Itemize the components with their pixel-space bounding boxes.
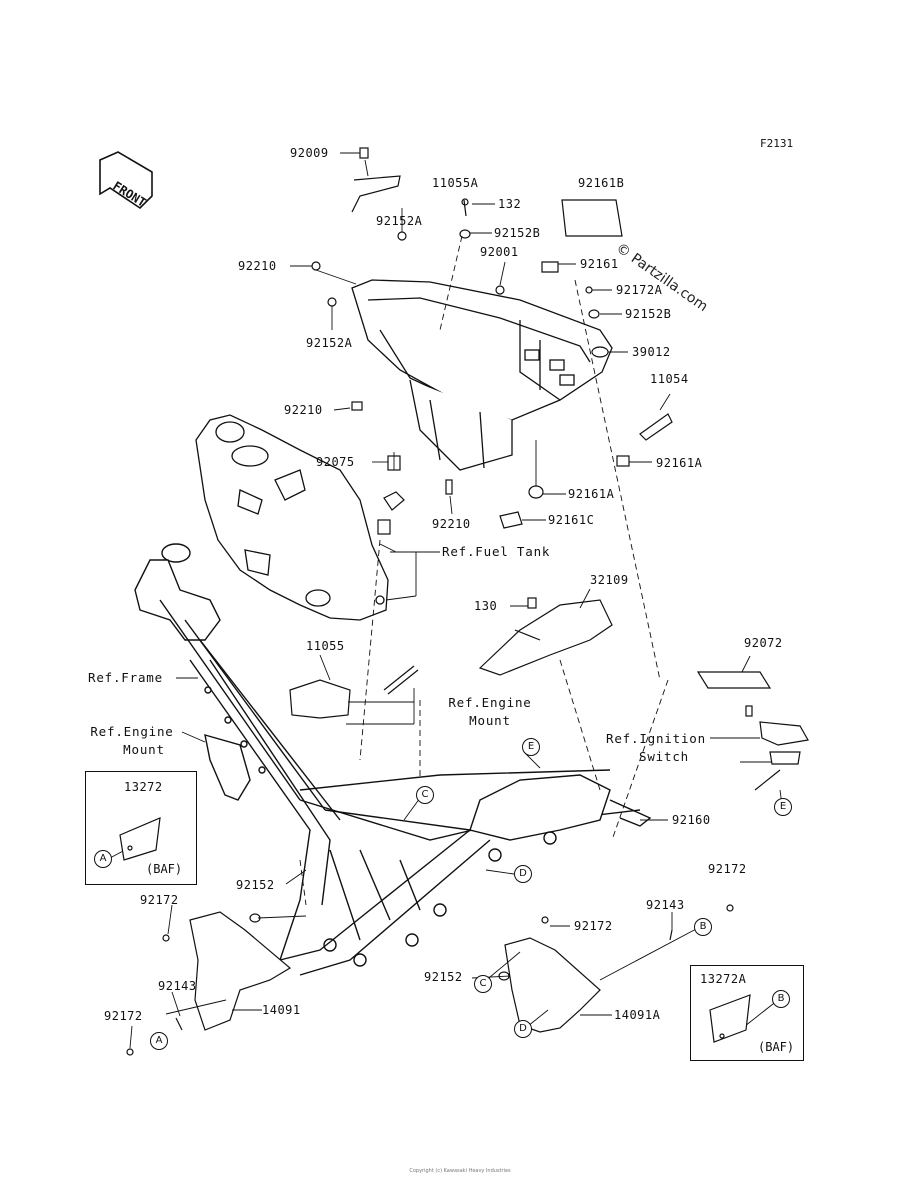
- part-label-14091[interactable]: 14091: [262, 1003, 301, 1017]
- ref-fuel-tank: Ref.Fuel Tank: [442, 544, 551, 559]
- figure-id: F2131: [760, 137, 794, 150]
- fuel-tank-drawing: [195, 414, 389, 621]
- part-label-11055[interactable]: 11055: [306, 639, 345, 653]
- callout-e-frame: E: [522, 738, 540, 756]
- part-label-132[interactable]: 132: [498, 197, 522, 211]
- callout-d-bracket: D: [514, 1020, 532, 1038]
- ignition-bracket-drawing: [696, 671, 809, 791]
- part-label-92075[interactable]: 92075: [316, 455, 355, 469]
- part-label-11055A[interactable]: 11055A: [432, 176, 479, 190]
- part-label-92172-right[interactable]: 92172: [708, 862, 747, 876]
- part-label-92210-mid[interactable]: 92210: [284, 403, 323, 417]
- ref-engine-mount-left-line2: Mount: [123, 742, 165, 757]
- baf-label-right: (BAF): [758, 1040, 795, 1054]
- cover-drawing: [478, 599, 613, 676]
- part-label-32109[interactable]: 32109: [590, 573, 629, 587]
- storage-box-drawing: [351, 279, 613, 471]
- baf-box-right: [690, 965, 804, 1061]
- part-label-92152A-top[interactable]: 92152A: [376, 214, 423, 228]
- ref-engine-mount-left-line1: Ref.Engine: [90, 724, 174, 739]
- ref-frame: Ref.Frame: [88, 670, 163, 685]
- ref-engine-mount-right-line2: Mount: [469, 713, 511, 728]
- copyright-footer: Copyright (c) Kawasaki Heavy Industries: [409, 1168, 511, 1174]
- part-label-92152B-top[interactable]: 92152B: [494, 226, 541, 240]
- frame-drawing: [134, 543, 652, 976]
- part-label-130[interactable]: 130: [474, 599, 498, 613]
- part-label-92172-bottom[interactable]: 92172: [104, 1009, 143, 1023]
- part-label-92172-left[interactable]: 92172: [140, 893, 179, 907]
- part-label-39012[interactable]: 39012: [632, 345, 671, 359]
- part-label-92152A-left[interactable]: 92152A: [306, 336, 353, 350]
- ref-ignition-line1: Ref.Ignition: [606, 731, 706, 746]
- part-label-92161C[interactable]: 92161C: [548, 513, 595, 527]
- part-label-92152B-right[interactable]: 92152B: [625, 307, 672, 321]
- callout-e-ignition: E: [774, 798, 792, 816]
- part-label-13272[interactable]: 13272: [124, 780, 163, 794]
- part-label-92152-left[interactable]: 92152: [236, 878, 275, 892]
- part-label-92143-left[interactable]: 92143: [158, 979, 197, 993]
- part-label-14091A[interactable]: 14091A: [614, 1008, 661, 1022]
- callout-a-box: A: [94, 850, 112, 868]
- part-label-92143-right[interactable]: 92143: [646, 898, 685, 912]
- small-parts-drawing: [126, 147, 753, 1056]
- part-label-92009[interactable]: 92009: [290, 146, 329, 160]
- callout-d-frame: D: [514, 865, 532, 883]
- side-bracket-drawing: [189, 911, 601, 1033]
- part-label-92152-mid[interactable]: 92152: [424, 970, 463, 984]
- baf-label-left: (BAF): [146, 862, 183, 876]
- callout-b-right: B: [694, 918, 712, 936]
- leader-lines: [109, 152, 783, 1049]
- part-label-13272A[interactable]: 13272A: [700, 972, 747, 986]
- part-label-92210-left[interactable]: 92210: [238, 259, 277, 273]
- part-label-92161B[interactable]: 92161B: [578, 176, 625, 190]
- baf-box-left: [85, 771, 197, 885]
- part-label-92001[interactable]: 92001: [480, 245, 519, 259]
- engine-mount-drawing: [289, 665, 419, 719]
- part-label-92161A[interactable]: 92161A: [568, 487, 615, 501]
- part-label-11054[interactable]: 11054: [650, 372, 689, 386]
- front-arrow-icon: FRONT: [99, 151, 153, 210]
- part-label-92172A[interactable]: 92172A: [616, 283, 663, 297]
- part-label-92161A-right[interactable]: 92161A: [656, 456, 703, 470]
- ref-engine-mount-right-line1: Ref.Engine: [448, 695, 532, 710]
- part-label-92172-mid[interactable]: 92172: [574, 919, 613, 933]
- part-label-92160[interactable]: 92160: [672, 813, 711, 827]
- baf-inserts-drawing: [119, 817, 751, 1043]
- callout-c-frame: C: [416, 786, 434, 804]
- callout-c-bracket: C: [474, 975, 492, 993]
- part-label-92161[interactable]: 92161: [580, 257, 619, 271]
- callout-b-box: B: [772, 990, 790, 1008]
- ref-ignition-line2: Switch: [639, 749, 689, 764]
- part-label-92210-low[interactable]: 92210: [432, 517, 471, 531]
- callout-a-bottom: A: [150, 1032, 168, 1050]
- part-label-92072[interactable]: 92072: [744, 636, 783, 650]
